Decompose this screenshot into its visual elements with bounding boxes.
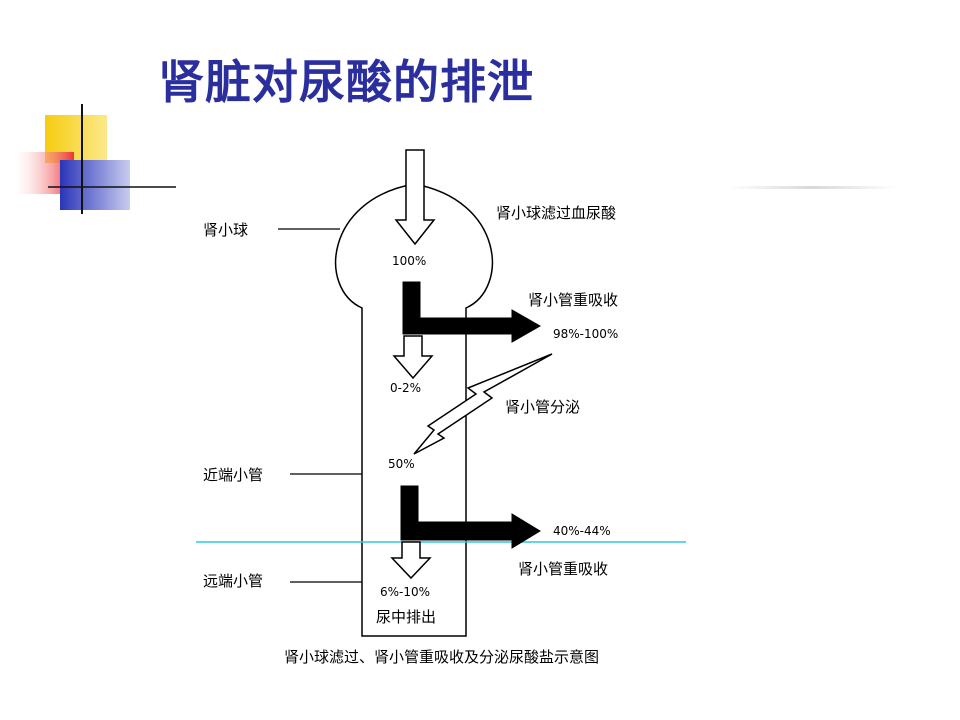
page-title: 肾脏对尿酸的排泄 [158,55,534,109]
label-pct-40-44: 40%-44% [553,524,611,538]
decor-blue-square [60,160,130,210]
label-pct-0-2: 0-2% [390,381,421,395]
label-tubular-reabsorption-2: 肾小管重吸收 [518,560,608,578]
label-proximal-tubule: 近端小管 [203,466,263,484]
down-arrow-0-2 [392,335,434,380]
label-distal-tubule: 远端小管 [203,572,263,590]
label-urine-excretion: 尿中排出 [376,608,436,626]
label-pct-6-10: 6%-10% [380,585,430,599]
label-tubular-reabsorption-1: 肾小管重吸收 [528,291,618,309]
label-pct-100: 100% [392,254,426,268]
diagram-caption: 肾小球滤过、肾小管重吸收及分泌尿酸盐示意图 [284,648,599,666]
reabsorption-arrow-1 [402,281,542,343]
secretion-arrow [413,353,553,455]
label-tubular-secretion: 肾小管分泌 [505,398,580,416]
down-arrow-6-10 [390,541,432,580]
filtration-down-arrow [394,149,436,246]
label-glomerular-filtration: 肾小球滤过血尿酸 [496,204,616,222]
reabsorption-arrow-2 [400,485,541,549]
label-pct-50: 50% [388,457,415,471]
label-pct-98-100: 98%-100% [553,327,618,341]
corner-decoration [14,104,176,214]
label-glomerulus: 肾小球 [203,221,248,239]
